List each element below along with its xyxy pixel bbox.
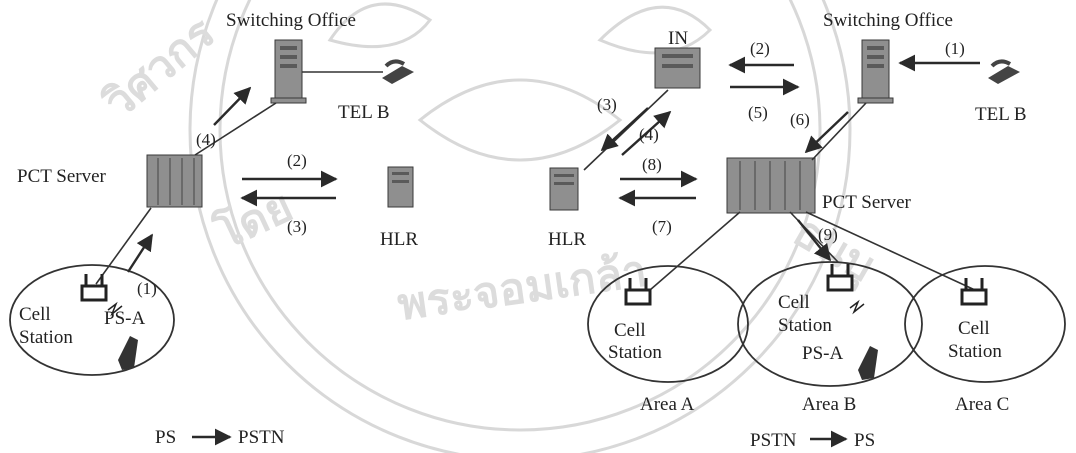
cell-station-label-line2: Station (19, 327, 73, 348)
tel-b-label: TEL B (975, 104, 1027, 125)
cell-station-a-line2: Station (608, 342, 662, 363)
in-node-icon (654, 47, 701, 89)
cell-station-b-line1: Cell (778, 292, 810, 313)
switching-office-icon (270, 39, 307, 104)
left-caption-from: PS (155, 427, 176, 448)
area-b-circle (737, 261, 923, 387)
cell-station-b-line2: Station (778, 315, 832, 336)
area-c-label: Area C (955, 394, 1009, 415)
area-c-circle (904, 265, 1066, 383)
area-a-label: Area A (640, 394, 695, 415)
left-step-1-label: (1) (137, 279, 157, 298)
right-step-5-label: (5) (748, 103, 768, 122)
watermark-fragment-4: ธนบุ (784, 205, 884, 293)
cell-station-icon-a (624, 278, 652, 306)
right-arrow-step-3 (600, 107, 649, 152)
telephone-icon (988, 59, 1020, 84)
area-a-circle (587, 265, 749, 383)
watermark-seal: วิศวกร โดย พระจอมเกล้า ธนบุ (93, 0, 884, 453)
right-caption-to: PS (854, 430, 875, 451)
in-label: IN (668, 28, 688, 49)
cell-station-icon (80, 274, 108, 302)
cell-station-icon-b (826, 264, 854, 292)
right-caption-from: PSTN (750, 430, 797, 451)
pct-server-label: PCT Server (17, 166, 107, 187)
hlr-label: HLR (548, 229, 586, 250)
left-diagram: Switching Office TEL B PCT Server HLR (4… (9, 10, 418, 448)
tel-b-label: TEL B (338, 102, 390, 123)
right-diagram: Switching Office TEL B (1) IN (2) (5) HL… (548, 10, 1066, 451)
cell-station-icon-c (960, 278, 988, 306)
watermark-fragment-3: พระจอมเกล้า (394, 245, 650, 330)
pct-server-icon (726, 157, 816, 214)
pct-server-icon (146, 154, 203, 208)
left-arrow-step-4 (213, 86, 252, 126)
left-step-3-label: (3) (287, 217, 307, 236)
right-step-4-label: (4) (639, 125, 659, 144)
cell-station-label-line1: Cell (19, 304, 51, 325)
hlr-icon (387, 166, 414, 208)
right-step-8-label: (8) (642, 155, 662, 174)
watermark-fragment-1: วิศวกร (93, 7, 225, 129)
handset-icon (118, 336, 138, 370)
cell-area-circle (9, 264, 175, 376)
switching-office-label: Switching Office (226, 10, 356, 31)
area-b-label: Area B (802, 394, 856, 415)
hlr-icon (549, 167, 579, 211)
right-step-3-label: (3) (597, 95, 617, 114)
switching-office-icon (857, 39, 894, 104)
right-step-9-label: (9) (818, 225, 838, 244)
right-arrow-step-4 (621, 110, 672, 156)
right-step-1-label: (1) (945, 39, 965, 58)
pct-server-label: PCT Server (822, 192, 912, 213)
left-arrow-step-1 (126, 233, 154, 273)
right-step-6-label: (6) (790, 110, 810, 129)
right-step-2-label: (2) (750, 39, 770, 58)
cell-station-c-line2: Station (948, 341, 1002, 362)
left-caption-to: PSTN (238, 427, 285, 448)
left-step-4-label: (4) (196, 130, 216, 149)
hlr-label: HLR (380, 229, 418, 250)
right-step-7-label: (7) (652, 217, 672, 236)
switching-office-label: Switching Office (823, 10, 953, 31)
right-arrow-step-6 (804, 111, 849, 154)
ps-a-label: PS-A (802, 343, 843, 364)
left-step-2-label: (2) (287, 151, 307, 170)
telephone-icon (382, 59, 414, 84)
handset-icon (858, 346, 878, 380)
cell-station-a-line1: Cell (614, 320, 646, 341)
right-arrow-step-9 (797, 219, 832, 262)
ps-a-label: PS-A (104, 308, 145, 329)
cell-station-c-line1: Cell (958, 318, 990, 339)
